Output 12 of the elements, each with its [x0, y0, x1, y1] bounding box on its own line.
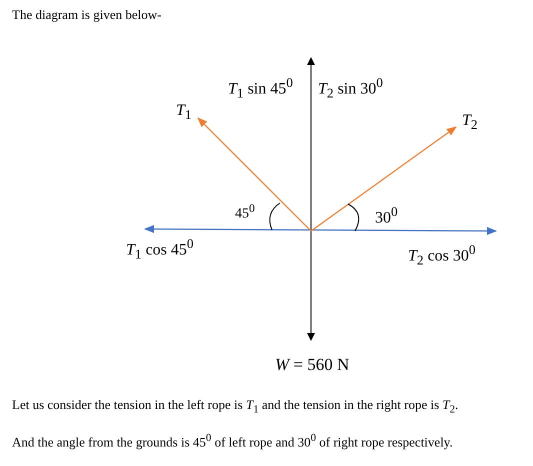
angle-label: 45$^{0}$ [235, 203, 255, 222]
force-label: T$_{2}$ [462, 112, 478, 133]
component-label: T$_{2}$ sin 30$^{0}$ [318, 76, 383, 102]
component-label: T$_{1}$ sin 45$^{0}$ [228, 76, 293, 102]
angle-label: 30$^{0}$ [375, 205, 398, 227]
component-label: T$_{2}$ cos 30$^{0}$ [408, 243, 476, 268]
weight-label: W = 560 N [275, 356, 350, 375]
heading-text: The diagram is given below- [12, 8, 162, 22]
body-text: And the angle from the grounds is 45$^{0}$ of left rope and 30$^{0}$ of right rope respectively. [12, 433, 453, 450]
body-text: Let us consider the tension in the left rope is T$_{1}$ and the tension in the right rope is T$_{2}$. [12, 398, 458, 416]
component-label: T$_{1}$ cos 45$^{0}$ [126, 237, 194, 262]
force-label: T$_{1}$ [176, 102, 192, 123]
